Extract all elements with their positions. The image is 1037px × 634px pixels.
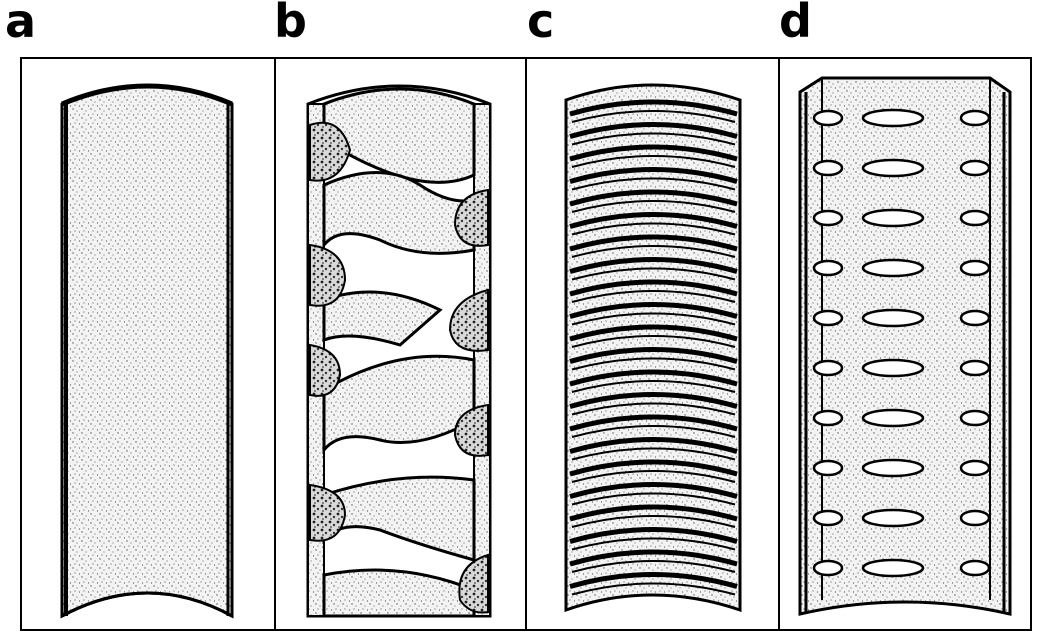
pit [961,311,989,325]
pit [814,361,842,375]
pit [863,510,923,526]
pit [863,310,923,326]
pit [863,560,923,576]
pit [814,511,842,525]
pit [961,261,989,275]
pit [814,561,842,575]
pit [863,360,923,376]
panel-a-tube [62,86,232,616]
pit [863,160,923,176]
pit [814,161,842,175]
pit [863,110,923,126]
pit [961,411,989,425]
pit [863,410,923,426]
pit [863,260,923,276]
panel-b-tube [308,86,490,616]
pit [961,211,989,225]
pit [961,111,989,125]
pit [961,511,989,525]
pit [961,461,989,475]
panel-c-tube [566,85,740,610]
pit [961,561,989,575]
pit [814,111,842,125]
pit [961,161,989,175]
pit [814,411,842,425]
pit [814,461,842,475]
pit [814,311,842,325]
panel-d-tube [800,78,1010,614]
pit [863,210,923,226]
pit [961,361,989,375]
pit [863,460,923,476]
pit [814,261,842,275]
pit [814,211,842,225]
